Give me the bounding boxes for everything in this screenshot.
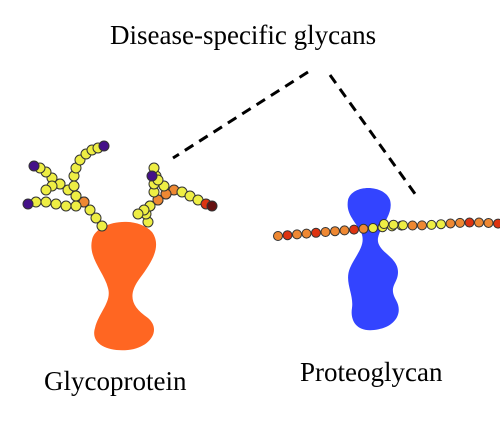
gag-chain-left-bead: [349, 224, 359, 235]
gag-chain-left-bead: [330, 226, 340, 237]
gag-chain-left-bead: [368, 223, 378, 233]
glycan-right-branch-d-bead: [132, 208, 144, 220]
gag-chain-left-bead: [292, 229, 302, 240]
gag-chain-right-bead: [388, 219, 399, 230]
connector-line-proteoglycan: [328, 74, 420, 199]
gag-chain-left-bead: [358, 223, 369, 234]
glycoprotein-glycan-chains: [22, 140, 218, 232]
gag-chain-right-bead: [417, 220, 427, 231]
glycan-left-branch-b-bead: [70, 200, 82, 212]
glycan-left-branch-b-bead: [22, 198, 34, 210]
connector-lines: [172, 70, 420, 199]
gag-chain-left-bead: [301, 228, 312, 239]
glycan-left-branch-b-bead: [40, 196, 52, 208]
gag-chain-right-bead: [493, 218, 500, 229]
gag-chain-left-bead: [311, 227, 321, 238]
glycan-left-branch-a-bead: [90, 212, 102, 224]
gag-chain-left-bead: [273, 231, 283, 241]
gag-chain-right-bead: [426, 219, 437, 230]
glycan-left-branch-a-bead: [28, 160, 40, 172]
glycan-left-branch-a-bead: [96, 220, 108, 232]
proteoglycan-glycan-chains: [273, 217, 500, 241]
proteoglycan-label: Proteoglycan: [300, 357, 443, 387]
glycan-left-branch-d-bead: [40, 184, 52, 196]
gag-chain-right-bead: [464, 217, 475, 228]
gag-chain-right-bead: [445, 218, 456, 229]
gag-chain-right-bead: [398, 220, 408, 231]
gag-chain-right-bead: [436, 219, 446, 230]
proteoglycan-body: [347, 188, 399, 331]
glycan-left-branch-c-bead: [70, 190, 82, 202]
glycan-left-branch-c-bead: [98, 140, 110, 152]
glycan-right-branch-a-bead: [206, 200, 218, 212]
glycan-left-branch-b-bead: [60, 200, 72, 212]
glycoprotein-body: [91, 221, 157, 351]
glycan-left-branch-a-bead: [84, 204, 96, 216]
glycoprotein-label: Glycoprotein: [44, 366, 187, 396]
gag-chain-right-bead: [379, 219, 389, 229]
gag-chain-left-bead: [320, 227, 331, 237]
diagram-title: Disease-specific glycans: [110, 20, 377, 50]
gag-chain-right-bead: [483, 217, 494, 228]
gag-chain-left-bead: [339, 225, 350, 236]
connector-line-glycoprotein: [172, 70, 309, 160]
glycan-left-branch-b-bead: [50, 198, 62, 210]
gag-chain-right-bead: [407, 220, 418, 231]
glycan-left-branch-c-bead: [68, 180, 80, 192]
gag-chain-left-bead: [282, 230, 293, 241]
gag-chain-right-bead: [474, 217, 484, 228]
gag-chain-right-bead: [455, 217, 465, 228]
glycan-right-branch-c-bead: [146, 170, 158, 182]
